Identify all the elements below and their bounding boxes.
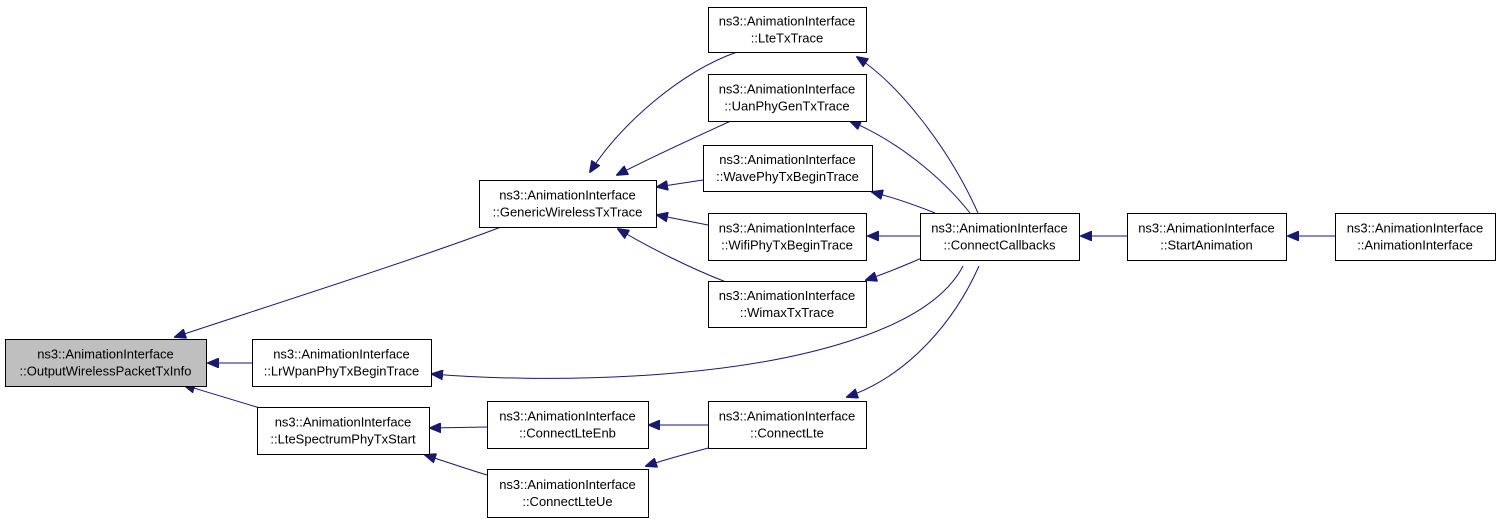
node-lrwpan[interactable]: ns3::AnimationInterface::LrWpanPhyTxBegi… — [252, 339, 432, 387]
node-namespace-label: ns3::AnimationInterface — [719, 152, 856, 167]
node-namespace-label: ns3::AnimationInterface — [719, 409, 856, 424]
node-method-label: ::LteTxTrace — [751, 31, 823, 46]
node-box — [703, 145, 873, 192]
node-connectlteue[interactable]: ns3::AnimationInterface::ConnectLteUe — [487, 469, 649, 518]
node-wimax[interactable]: ns3::AnimationInterface::WimaxTxTrace — [708, 281, 867, 328]
nodes-layer: ns3::AnimationInterface::OutputWirelessP… — [5, 7, 1496, 518]
node-wave[interactable]: ns3::AnimationInterface::WavePhyTxBeginT… — [703, 145, 873, 192]
edge-connectcallbacks-to-wimax — [866, 257, 923, 280]
node-box — [487, 401, 649, 449]
edge-ltetx-to-generic — [590, 51, 738, 172]
edge-ltespectrum-to-output — [184, 385, 261, 409]
edge-connectcallbacks-to-connectlte — [847, 265, 980, 397]
node-namespace-label: ns3::AnimationInterface — [719, 288, 856, 303]
edge-uan-to-generic — [617, 119, 734, 175]
edge-wave-to-generic — [657, 179, 704, 187]
node-method-label: ::ConnectLte — [750, 426, 824, 441]
node-method-label: ::AnimationInterface — [1357, 238, 1473, 253]
edge-connectcallbacks-to-lrwpan — [432, 265, 964, 378]
node-box — [257, 407, 430, 455]
node-box — [708, 7, 867, 53]
node-output[interactable]: ns3::AnimationInterface::OutputWirelessP… — [5, 339, 207, 387]
node-ctor[interactable]: ns3::AnimationInterface::AnimationInterf… — [1335, 213, 1496, 261]
node-box — [487, 469, 649, 518]
node-namespace-label: ns3::AnimationInterface — [499, 477, 636, 492]
node-box — [479, 180, 657, 228]
node-ltespectrum[interactable]: ns3::AnimationInterface::LteSpectrumPhyT… — [257, 407, 430, 455]
node-uan[interactable]: ns3::AnimationInterface::UanPhyGenTxTrac… — [708, 74, 867, 122]
node-namespace-label: ns3::AnimationInterface — [719, 221, 856, 236]
node-connectlte[interactable]: ns3::AnimationInterface::ConnectLte — [708, 401, 867, 449]
node-box — [1127, 213, 1287, 261]
node-method-label: ::UanPhyGenTxTrace — [724, 99, 849, 114]
node-startanimation[interactable]: ns3::AnimationInterface::StartAnimation — [1127, 213, 1287, 261]
edges-layer — [175, 51, 1335, 476]
edge-wimax-to-generic — [618, 229, 727, 283]
node-method-label: ::LteSpectrumPhyTxStart — [270, 432, 416, 447]
node-namespace-label: ns3::AnimationInterface — [499, 409, 636, 424]
node-box — [708, 401, 867, 449]
node-method-label: ::ConnectLteUe — [522, 494, 612, 509]
node-namespace-label: ns3::AnimationInterface — [719, 14, 856, 29]
node-method-label: ::GenericWirelessTxTrace — [493, 205, 643, 220]
node-namespace-label: ns3::AnimationInterface — [719, 82, 856, 97]
edge-connectlteue-to-ltespectrum — [425, 455, 488, 476]
node-box — [252, 339, 432, 387]
edge-connectcallbacks-to-wave — [872, 192, 936, 214]
edge-generic-to-output — [175, 226, 502, 337]
node-box — [708, 74, 867, 122]
node-namespace-label: ns3::AnimationInterface — [275, 415, 412, 430]
node-method-label: ::LrWpanPhyTxBeginTrace — [264, 364, 420, 379]
edge-connectcallbacks-to-ltetx — [857, 57, 979, 214]
node-connectcallbacks[interactable]: ns3::AnimationInterface::ConnectCallback… — [920, 213, 1080, 261]
node-method-label: ::OutputWirelessPacketTxInfo — [20, 364, 192, 379]
node-box — [5, 339, 207, 387]
edge-wifi-to-generic — [657, 215, 709, 226]
edge-connectlteenb-to-ltespectrum — [430, 427, 488, 428]
node-box — [708, 281, 867, 328]
node-namespace-label: ns3::AnimationInterface — [1138, 221, 1275, 236]
node-method-label: ::StartAnimation — [1160, 238, 1253, 253]
node-box — [1335, 213, 1496, 261]
node-connectlteenb[interactable]: ns3::AnimationInterface::ConnectLteEnb — [487, 401, 649, 449]
node-ltetx[interactable]: ns3::AnimationInterface::LteTxTrace — [708, 7, 867, 53]
edge-connectcallbacks-to-uan — [850, 121, 971, 214]
node-namespace-label: ns3::AnimationInterface — [273, 347, 410, 362]
node-method-label: ::ConnectCallbacks — [944, 238, 1056, 253]
node-method-label: ::WifiPhyTxBeginTrace — [721, 238, 853, 253]
node-namespace-label: ns3::AnimationInterface — [37, 347, 174, 362]
node-namespace-label: ns3::AnimationInterface — [1347, 221, 1484, 236]
node-namespace-label: ns3::AnimationInterface — [931, 221, 1068, 236]
node-generic[interactable]: ns3::AnimationInterface::GenericWireless… — [479, 180, 657, 228]
node-box — [708, 213, 867, 261]
node-method-label: ::WimaxTxTrace — [740, 305, 834, 320]
node-method-label: ::WavePhyTxBeginTrace — [716, 169, 859, 184]
edge-connectlte-to-connectlteue — [646, 446, 713, 466]
node-wifi[interactable]: ns3::AnimationInterface::WifiPhyTxBeginT… — [708, 213, 867, 261]
node-box — [920, 213, 1080, 261]
node-method-label: ::ConnectLteEnb — [519, 426, 616, 441]
node-namespace-label: ns3::AnimationInterface — [499, 188, 636, 203]
